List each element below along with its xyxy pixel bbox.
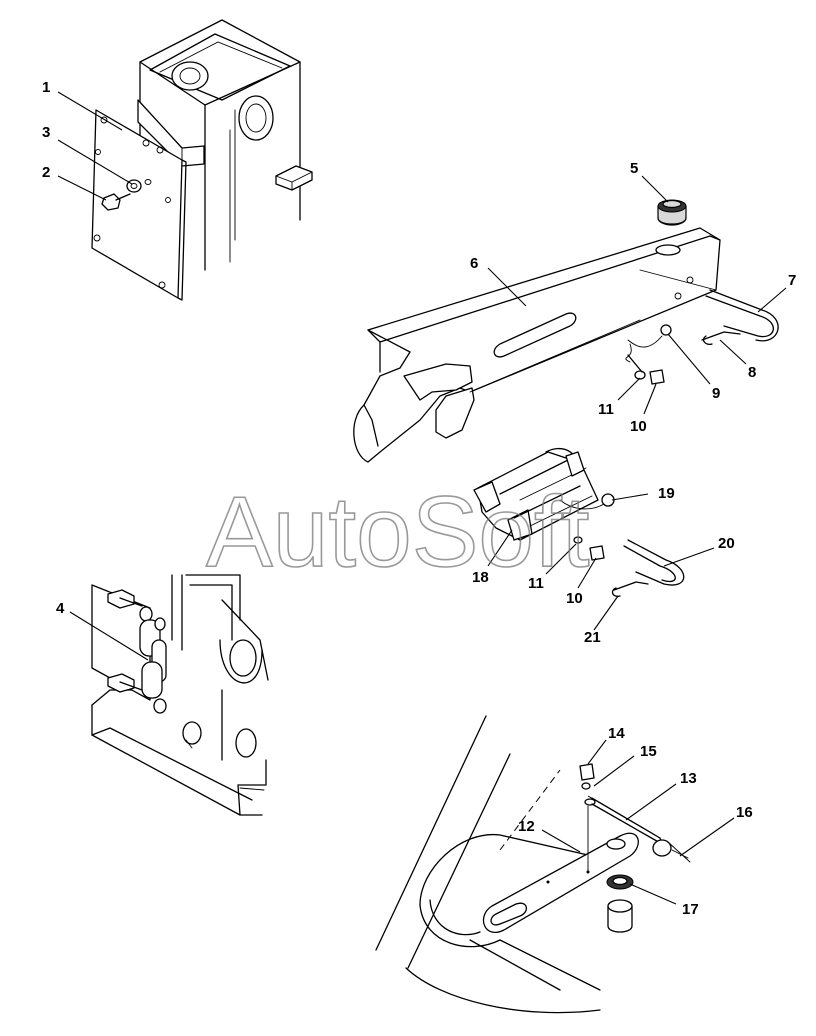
callout-13: 13 — [680, 770, 697, 787]
callout-11b: 11 — [528, 575, 544, 592]
axle-arm-assembly — [375, 715, 691, 1014]
callout-6: 6 — [470, 255, 478, 272]
rubber-bumper — [657, 199, 687, 226]
callout-19: 19 — [658, 485, 675, 502]
coupler-assembly — [473, 447, 685, 597]
callout-1: 1 — [42, 79, 50, 96]
callout-17: 17 — [682, 901, 699, 918]
callout-18: 18 — [472, 569, 489, 586]
callout-11a: 11 — [598, 401, 614, 418]
callout-12: 12 — [518, 818, 535, 835]
callout-2: 2 — [42, 164, 50, 181]
callout-20: 20 — [718, 535, 735, 552]
safety-chain — [107, 589, 167, 714]
callout-4: 4 — [56, 600, 65, 617]
callout-3: 3 — [42, 124, 50, 141]
callout-10a: 10 — [630, 418, 647, 435]
leader-lines — [57, 91, 787, 905]
drawbar-assembly — [353, 199, 779, 463]
callout-9: 9 — [712, 385, 720, 402]
callout-5: 5 — [630, 160, 638, 177]
bolt-and-washer — [101, 179, 152, 211]
callout-16: 16 — [736, 804, 753, 821]
callout-15: 15 — [640, 743, 657, 760]
lower-frame-assembly — [91, 574, 269, 816]
callout-10b: 10 — [566, 590, 583, 607]
callout-labels: 1 3 2 4 5 6 7 8 9 11 10 19 20 18 11 10 2… — [42, 79, 796, 918]
callout-21: 21 — [584, 629, 601, 646]
callout-14: 14 — [608, 725, 625, 742]
callout-7: 7 — [788, 272, 796, 289]
watermark: AutoSoft — [206, 476, 590, 588]
callout-8: 8 — [748, 364, 756, 381]
upper-frame-assembly — [91, 19, 313, 301]
mounting-plate — [91, 109, 187, 301]
